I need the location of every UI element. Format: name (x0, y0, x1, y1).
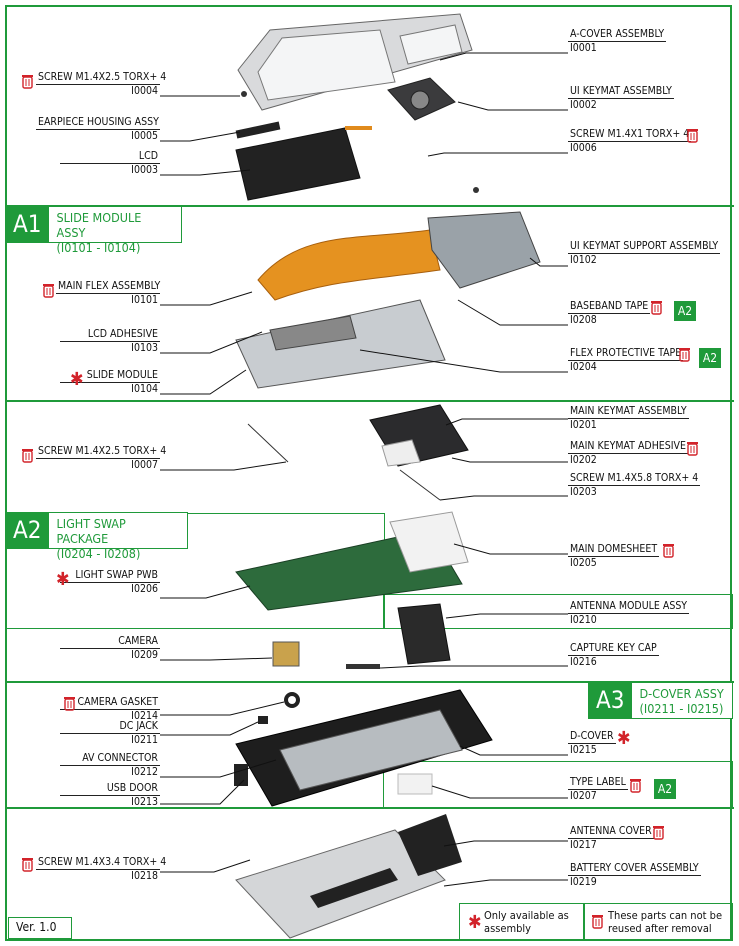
trash-icon (22, 858, 33, 872)
trash-icon (679, 348, 690, 362)
trash-icon (22, 75, 33, 89)
version-label: Ver. 1.0 (8, 917, 72, 939)
asterisk-icon: ✱ (70, 369, 84, 390)
trash-icon (653, 826, 664, 840)
section-title: LIGHT SWAP PACKAGE (56, 516, 126, 546)
trash-icon (630, 779, 641, 793)
section-a1-header: A1 SLIDE MODULE ASSY(I0101 - I0104) (5, 206, 182, 255)
section-range: (I0211 - I0215) (639, 701, 724, 716)
section-tag: A1 (6, 207, 49, 242)
trash-icon (687, 442, 698, 456)
sub-box-type-label (383, 761, 733, 809)
sub-box-antenna (383, 594, 733, 629)
section-divider (5, 205, 734, 207)
asterisk-icon: ✱ (617, 728, 631, 749)
section-range: (I0101 - I0104) (56, 240, 141, 255)
section-title: SLIDE MODULE ASSY (56, 210, 142, 240)
trash-icon (64, 697, 75, 711)
section-range: (I0204 - I0208) (56, 546, 141, 561)
ref-tag-a2: A2 (654, 779, 676, 799)
trash-icon (651, 301, 662, 315)
trash-icon (663, 544, 674, 558)
diagram-frame (5, 5, 732, 941)
legend-text: Only available as assembly (484, 909, 569, 935)
section-tag: A3 (589, 683, 632, 718)
d-cover-drawing (235, 689, 493, 807)
ref-tag-a2: A2 (674, 301, 696, 321)
asterisk-icon: ✱ (56, 569, 70, 590)
a-cover-drawing (237, 13, 473, 111)
section-divider (5, 400, 734, 402)
section-a2-header: A2 LIGHT SWAP PACKAGE(I0204 - I0208) (5, 512, 188, 561)
legend-assembly-only: ✱ Only available as assembly (459, 903, 585, 941)
ref-tag-a2: A2 (699, 348, 721, 368)
section-divider (5, 681, 734, 683)
legend-not-reused: These parts can not be reused after remo… (583, 903, 733, 941)
section-title: D-COVER ASSY (639, 686, 724, 701)
legend-text: These parts can not be reused after remo… (608, 909, 723, 935)
battery-cover-drawing (235, 814, 462, 939)
section-divider (5, 807, 734, 809)
trash-icon (687, 129, 698, 143)
asterisk-icon: ✱ (468, 912, 482, 933)
trash-icon (592, 915, 603, 929)
trash-icon (22, 449, 33, 463)
trash-icon (43, 284, 54, 298)
section-a3-header: A3 D-COVER ASSY(I0211 - I0215) (588, 682, 733, 719)
section-tag: A2 (6, 513, 49, 548)
